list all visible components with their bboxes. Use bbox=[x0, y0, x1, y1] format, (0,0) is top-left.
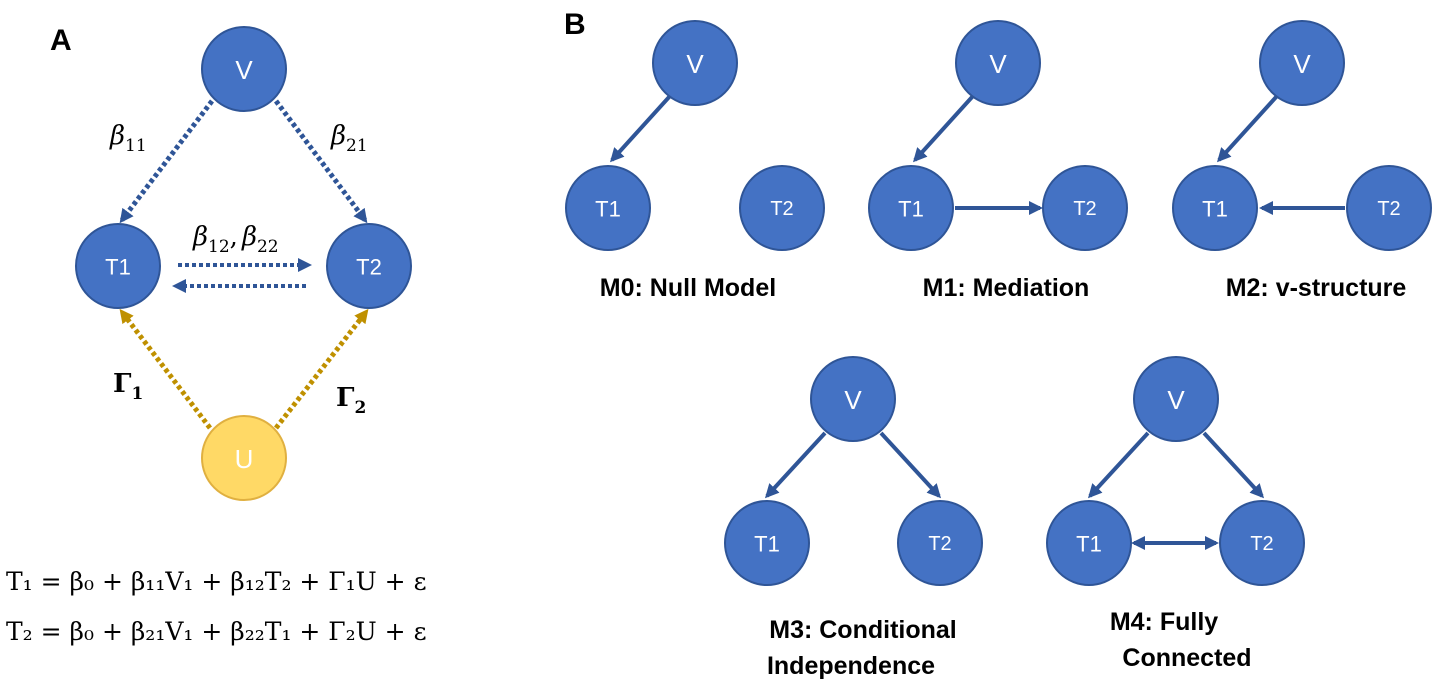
node-u: U bbox=[201, 415, 287, 501]
node-v: V bbox=[201, 26, 287, 112]
node-m0-t1: T1 bbox=[565, 165, 651, 251]
node-m4-v: V bbox=[1133, 356, 1219, 442]
node-m0-v-label: V bbox=[686, 49, 704, 79]
node-t2-label: T2 bbox=[356, 255, 382, 280]
panel-a: A V T1 T2 U β11 β21 β12,β22 Γ1 Γ2 bbox=[6, 24, 427, 646]
node-m1-v: V bbox=[955, 20, 1041, 106]
model-m4: V T1 T2 M4: Fully Connected bbox=[1046, 356, 1305, 672]
node-m0-v: V bbox=[652, 20, 738, 106]
edge-v-t2-dotted bbox=[273, 99, 368, 224]
edge-v-t1-dotted bbox=[119, 99, 214, 224]
caption-m4-line1: M4: Fully bbox=[1110, 608, 1218, 636]
model-m2: V T1 T2 M2: v-structure bbox=[1172, 20, 1432, 302]
node-t2: T2 bbox=[326, 223, 412, 309]
node-m1-t1-label: T1 bbox=[898, 197, 924, 222]
node-m1-v-label: V bbox=[989, 49, 1007, 79]
node-m0-t1-label: T1 bbox=[595, 197, 621, 222]
node-m2-v: V bbox=[1259, 20, 1345, 106]
edge-m4-v-t2 bbox=[1202, 431, 1265, 499]
node-m2-t2-label: T2 bbox=[1377, 198, 1400, 220]
model-m0: V T1 T2 M0: Null Model bbox=[565, 20, 825, 302]
caption-m4-line2: Connected bbox=[1122, 644, 1251, 672]
edge-m3-v-t1 bbox=[764, 431, 827, 499]
caption-m2-line1: M2: v-structure bbox=[1226, 274, 1407, 302]
node-m1-t2: T2 bbox=[1042, 165, 1128, 251]
node-u-label: U bbox=[235, 444, 254, 474]
node-m2-t1: T1 bbox=[1172, 165, 1258, 251]
node-m3-v-label: V bbox=[844, 385, 862, 415]
model-m3: V T1 T2 M3: Conditional Independence bbox=[724, 356, 983, 680]
node-m4-t1: T1 bbox=[1046, 500, 1132, 586]
node-m0-t2: T2 bbox=[739, 165, 825, 251]
node-m2-t1-label: T1 bbox=[1202, 197, 1228, 222]
edge-m3-v-t2 bbox=[879, 431, 942, 499]
node-m4-t1-label: T1 bbox=[1076, 532, 1102, 557]
node-m3-t2: T2 bbox=[897, 500, 983, 586]
panel-a-label: A bbox=[50, 24, 72, 57]
label-gamma2: Γ2 bbox=[336, 383, 366, 418]
edge-u-t1-dotted bbox=[119, 308, 212, 430]
node-m3-t1: T1 bbox=[724, 500, 810, 586]
node-m3-t2-label: T2 bbox=[928, 533, 951, 555]
label-beta11: β11 bbox=[109, 121, 147, 156]
label-beta21: β21 bbox=[330, 121, 368, 156]
equation-t1: T₁ = β₀ + β₁₁V₁ + β₁₂T₂ + Γ₁U + ε bbox=[6, 567, 427, 596]
label-gamma1: Γ1 bbox=[113, 369, 143, 404]
model-m1: V T1 T2 M1: Mediation bbox=[868, 20, 1128, 302]
node-m2-t2: T2 bbox=[1346, 165, 1432, 251]
node-t1-label: T1 bbox=[105, 255, 131, 280]
edge-m0-v-t1 bbox=[609, 94, 672, 163]
edge-m1-v-t1 bbox=[912, 94, 975, 163]
node-v-label: V bbox=[235, 55, 253, 85]
equation-t2: T₂ = β₀ + β₂₁V₁ + β₂₂T₁ + Γ₂U + ε bbox=[6, 617, 427, 646]
panel-b-label: B bbox=[564, 8, 586, 41]
node-m3-v: V bbox=[810, 356, 896, 442]
node-m1-t2-label: T2 bbox=[1073, 198, 1096, 220]
node-m1-t1: T1 bbox=[868, 165, 954, 251]
edge-m4-v-t1 bbox=[1087, 431, 1150, 499]
edge-u-t2-dotted bbox=[274, 308, 369, 430]
caption-m3-line1: M3: Conditional bbox=[769, 616, 956, 644]
caption-m0-line1: M0: Null Model bbox=[600, 274, 776, 302]
node-m3-t1-label: T1 bbox=[754, 532, 780, 557]
caption-m3-line2: Independence bbox=[767, 652, 935, 680]
node-t1: T1 bbox=[75, 223, 161, 309]
node-m4-v-label: V bbox=[1167, 385, 1185, 415]
panel-b: B V T1 T2 M0: Null Model V T1 T2 M1: Med… bbox=[564, 8, 1432, 680]
node-m2-v-label: V bbox=[1293, 49, 1311, 79]
node-m4-t2: T2 bbox=[1219, 500, 1305, 586]
label-beta12-beta22: β12,β22 bbox=[192, 222, 279, 257]
node-m4-t2-label: T2 bbox=[1250, 533, 1273, 555]
caption-m1-line1: M1: Mediation bbox=[923, 274, 1090, 302]
edge-m2-v-t1 bbox=[1216, 94, 1279, 163]
node-m0-t2-label: T2 bbox=[770, 198, 793, 220]
